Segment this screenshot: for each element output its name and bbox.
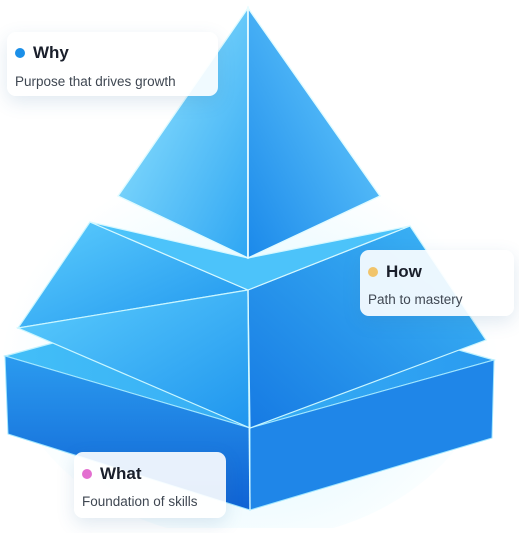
why-title: Why (33, 43, 69, 62)
label-card-what: What Foundation of skills (74, 452, 226, 518)
pyramid-center-edge (247, 289, 251, 511)
what-title: What (100, 464, 142, 483)
why-bullet-dot (15, 47, 25, 58)
how-title: How (386, 262, 422, 281)
what-bullet-dot (82, 468, 92, 479)
label-card-why: Why Purpose that drives growth (7, 32, 218, 96)
what-subtitle: Foundation of skills (82, 494, 198, 509)
label-card-how: How Path to mastery (360, 250, 514, 316)
how-bullet-dot (368, 266, 378, 277)
how-subtitle: Path to mastery (368, 292, 463, 307)
why-subtitle: Purpose that drives growth (15, 74, 176, 89)
